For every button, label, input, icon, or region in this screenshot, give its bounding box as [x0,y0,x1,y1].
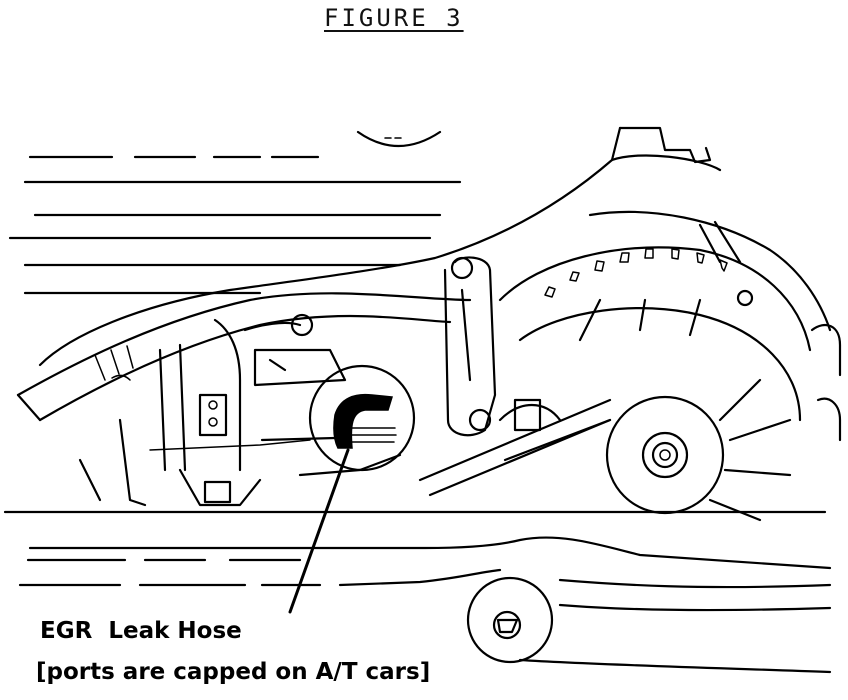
alternator-pulley [605,378,792,522]
figure-title: FIGURE 3 [324,4,464,32]
sensor-bracket [356,130,442,148]
right-pulley [810,323,842,442]
drive-belt [418,398,612,497]
ports-capped-note: [ports are capped on A/T cars] [36,659,431,685]
alternator-bracket [443,256,497,437]
alternator [498,246,812,432]
intake-arm [16,292,472,422]
background-lines [8,155,462,295]
fender-contour [38,126,832,367]
frame-rails [3,510,832,612]
egr-hose-callout-circle [260,364,416,477]
mount-bolt [466,576,832,674]
throttle-body [78,313,347,507]
egr-leak-hose-label: EGR Leak Hose [40,618,242,644]
